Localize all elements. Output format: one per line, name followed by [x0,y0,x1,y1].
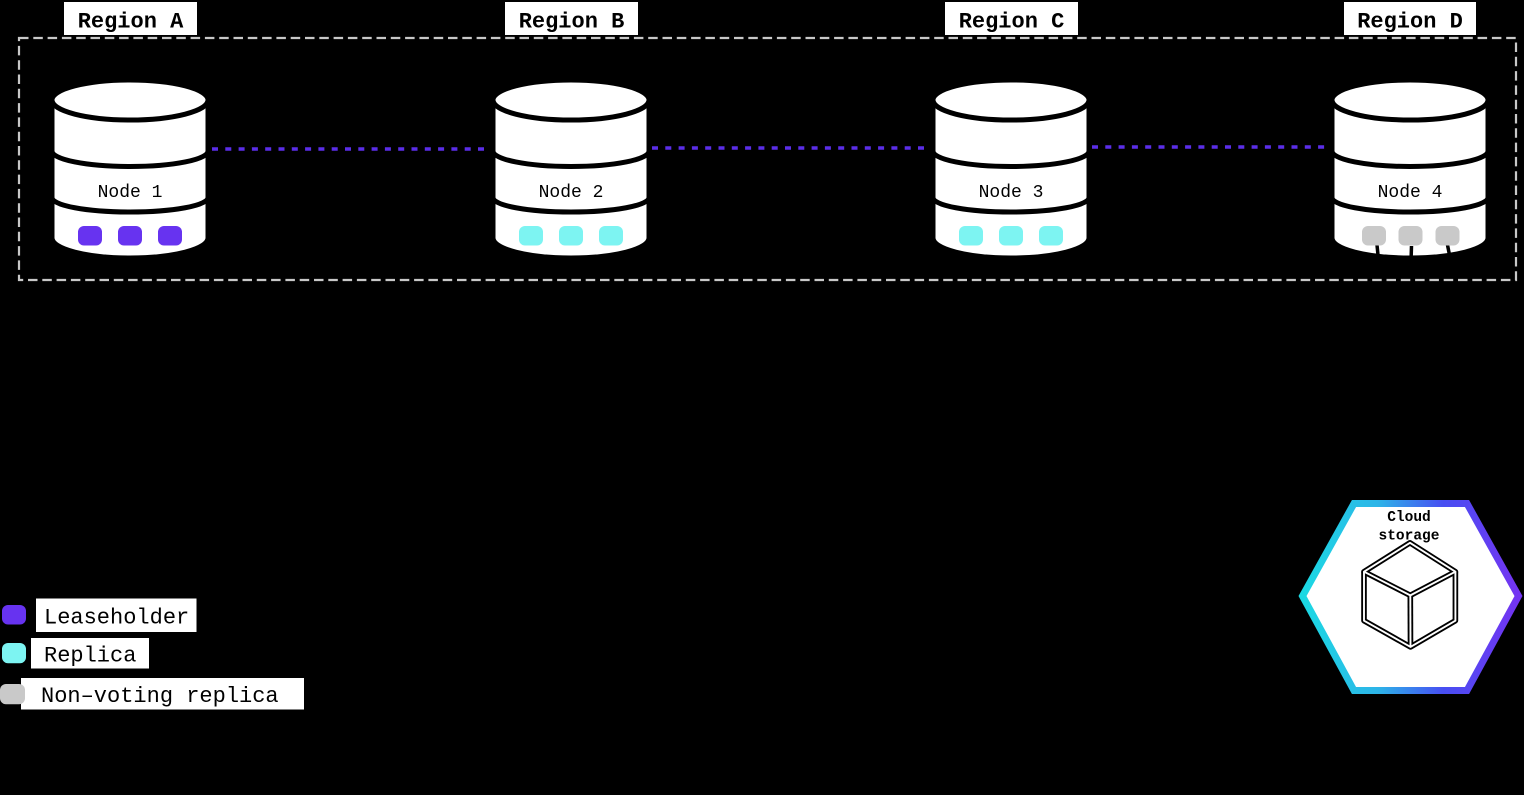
svg-text:Leaseholder: Leaseholder [44,606,189,631]
svg-text:Node 4: Node 4 [1378,183,1443,203]
svg-text:Replica: Replica [44,644,136,669]
svg-text:Region A: Region A [78,10,184,35]
svg-text:Node 3: Node 3 [979,183,1044,203]
svg-text:Region B: Region B [519,10,625,35]
svg-text:storage: storage [1379,529,1440,545]
svg-text:Region C: Region C [959,10,1065,35]
svg-text:Non–voting replica: Non–voting replica [41,684,279,709]
svg-text:Node 1: Node 1 [98,183,163,203]
svg-text:Cloud: Cloud [1387,510,1431,526]
svg-text:Region D: Region D [1357,10,1463,35]
svg-text:Node 2: Node 2 [539,183,604,203]
